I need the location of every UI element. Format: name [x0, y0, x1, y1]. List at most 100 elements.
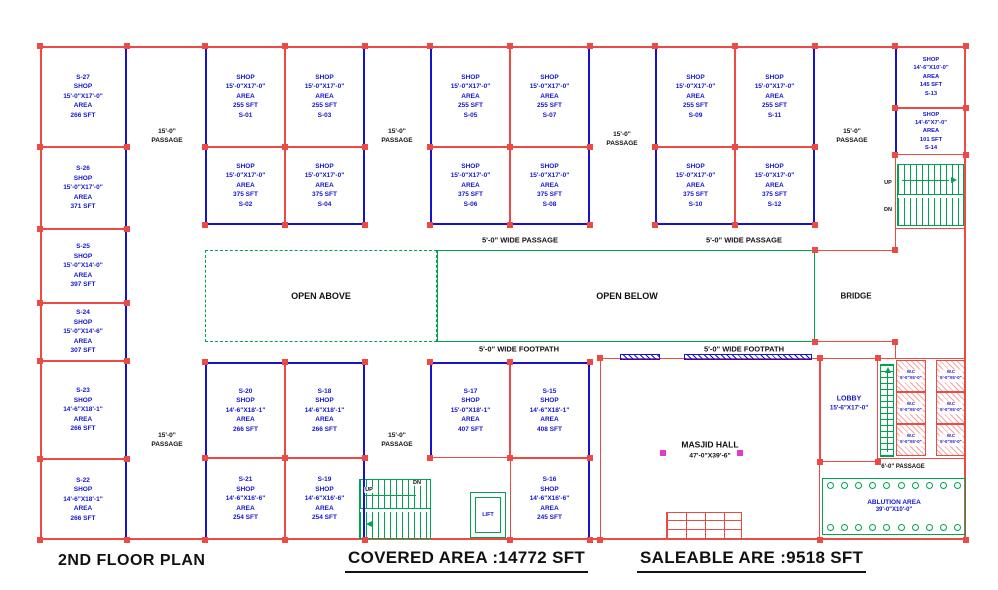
ablution-seat-circle: [939, 482, 947, 489]
wc-name: W.C: [946, 402, 956, 407]
window-hatch: [684, 354, 812, 360]
lift-car: LIFT: [475, 497, 501, 533]
masjid-label: MASJID HALL 47'-0"X39'-6": [681, 439, 738, 460]
shop-dim: 15'-0"X17'-0": [450, 83, 491, 91]
column-marker: [892, 43, 898, 49]
shop-word: SHOP: [540, 73, 559, 81]
column-marker: [732, 43, 738, 49]
shop-area: 254 SFT: [312, 514, 337, 522]
area-word: AREA: [236, 181, 255, 189]
passage-word: PASSAGE: [381, 441, 413, 448]
column-marker: [507, 222, 513, 228]
column-marker: [892, 105, 898, 111]
passage-word: PASSAGE: [151, 441, 183, 448]
column-marker: [587, 455, 593, 461]
column-marker: [124, 226, 130, 232]
shop-word: SHOP: [73, 486, 93, 494]
column-marker: [362, 222, 368, 228]
column-marker: [202, 359, 208, 365]
shop-dim: 15'-0"X17'-0": [63, 92, 103, 100]
shop-word: SHOP: [315, 485, 334, 493]
shop-id: S-17: [463, 387, 478, 395]
passage-label: 15'-0" PASSAGE: [381, 432, 412, 450]
shop-word: SHOP: [73, 318, 93, 326]
shop-dim: 15'-0"X17'-0": [225, 83, 266, 91]
column-marker: [362, 144, 368, 150]
shop-word: SHOP: [236, 485, 255, 493]
column-marker: [652, 43, 658, 49]
shop-word: SHOP: [236, 73, 255, 81]
shop-word: SHOP: [315, 73, 334, 81]
shop-word: SHOP: [461, 162, 480, 170]
passage-word: PASSAGE: [836, 137, 868, 144]
column-marker: [37, 456, 43, 462]
ablution-label: ABLUTION AREA 39'-0"X10'-0": [827, 499, 961, 515]
ablution-seat-circle: [855, 482, 863, 489]
ablution-seat-circle: [841, 524, 849, 531]
column-marker: [660, 450, 666, 456]
shop-dim: 15'-0"X17'-0": [63, 184, 103, 192]
column-marker: [124, 456, 130, 462]
wide-passage-label: 5'-0" WIDE PASSAGE: [481, 235, 559, 245]
stair-arrow-head: [951, 177, 957, 183]
column-marker: [124, 43, 130, 49]
wall-segment: [878, 458, 966, 459]
window-hatch: [620, 354, 660, 360]
column-marker: [597, 355, 603, 361]
stair-up-label: UP: [883, 180, 893, 186]
column-marker: [124, 358, 130, 364]
shop-area: 255 SFT: [762, 102, 787, 110]
wc-name: W.C: [906, 434, 916, 439]
stair-landing-divider: [360, 507, 430, 512]
area-word: AREA: [73, 337, 93, 345]
wc-dim: 5'-0"X5'-0": [940, 408, 962, 413]
shop-id: S-05: [463, 111, 478, 119]
passage-width: 15'-0": [613, 131, 631, 139]
area-word: AREA: [686, 181, 705, 189]
column-marker: [817, 459, 823, 465]
shop-id: S-10: [688, 200, 703, 208]
area-word: AREA: [540, 181, 559, 189]
column-marker: [427, 455, 433, 461]
shop-dim: 14'-6"X16'-6": [225, 495, 266, 503]
ablution-seat-row: [827, 482, 961, 489]
ablution-seat-circle: [869, 524, 877, 531]
open-above-area: [205, 250, 437, 342]
shop-dim: 15'-0"X17'-0": [754, 172, 795, 180]
lobby-dim: 15'-6"X17'-0": [829, 404, 869, 412]
area-word: AREA: [461, 416, 480, 424]
shop-dim: 15'-0"X17'-0": [450, 172, 491, 180]
shop-area: 255 SFT: [312, 102, 337, 110]
stair-up-label: UP: [364, 487, 374, 493]
stair-direction-arrow: [364, 494, 416, 496]
shop-word: SHOP: [236, 162, 255, 170]
ablution-seat-circle: [883, 482, 891, 489]
area-word: AREA: [765, 181, 784, 189]
area-word: AREA: [73, 193, 93, 201]
passage-6-text: 6'-0" PASSAGE: [881, 463, 925, 470]
column-marker: [507, 144, 513, 150]
passage-width: 15'-0": [843, 128, 861, 136]
shop-word: SHOP: [765, 73, 784, 81]
shop-dim: 14'-6"X10'-0": [913, 65, 949, 72]
wc-name: W.C: [906, 402, 916, 407]
area-word: AREA: [236, 416, 255, 424]
shop-id: S-11: [767, 111, 782, 119]
column-marker: [427, 144, 433, 150]
shop-area: 375 SFT: [537, 191, 562, 199]
shop-id: S-13: [924, 90, 938, 97]
ablution-seat-circle: [897, 482, 905, 489]
